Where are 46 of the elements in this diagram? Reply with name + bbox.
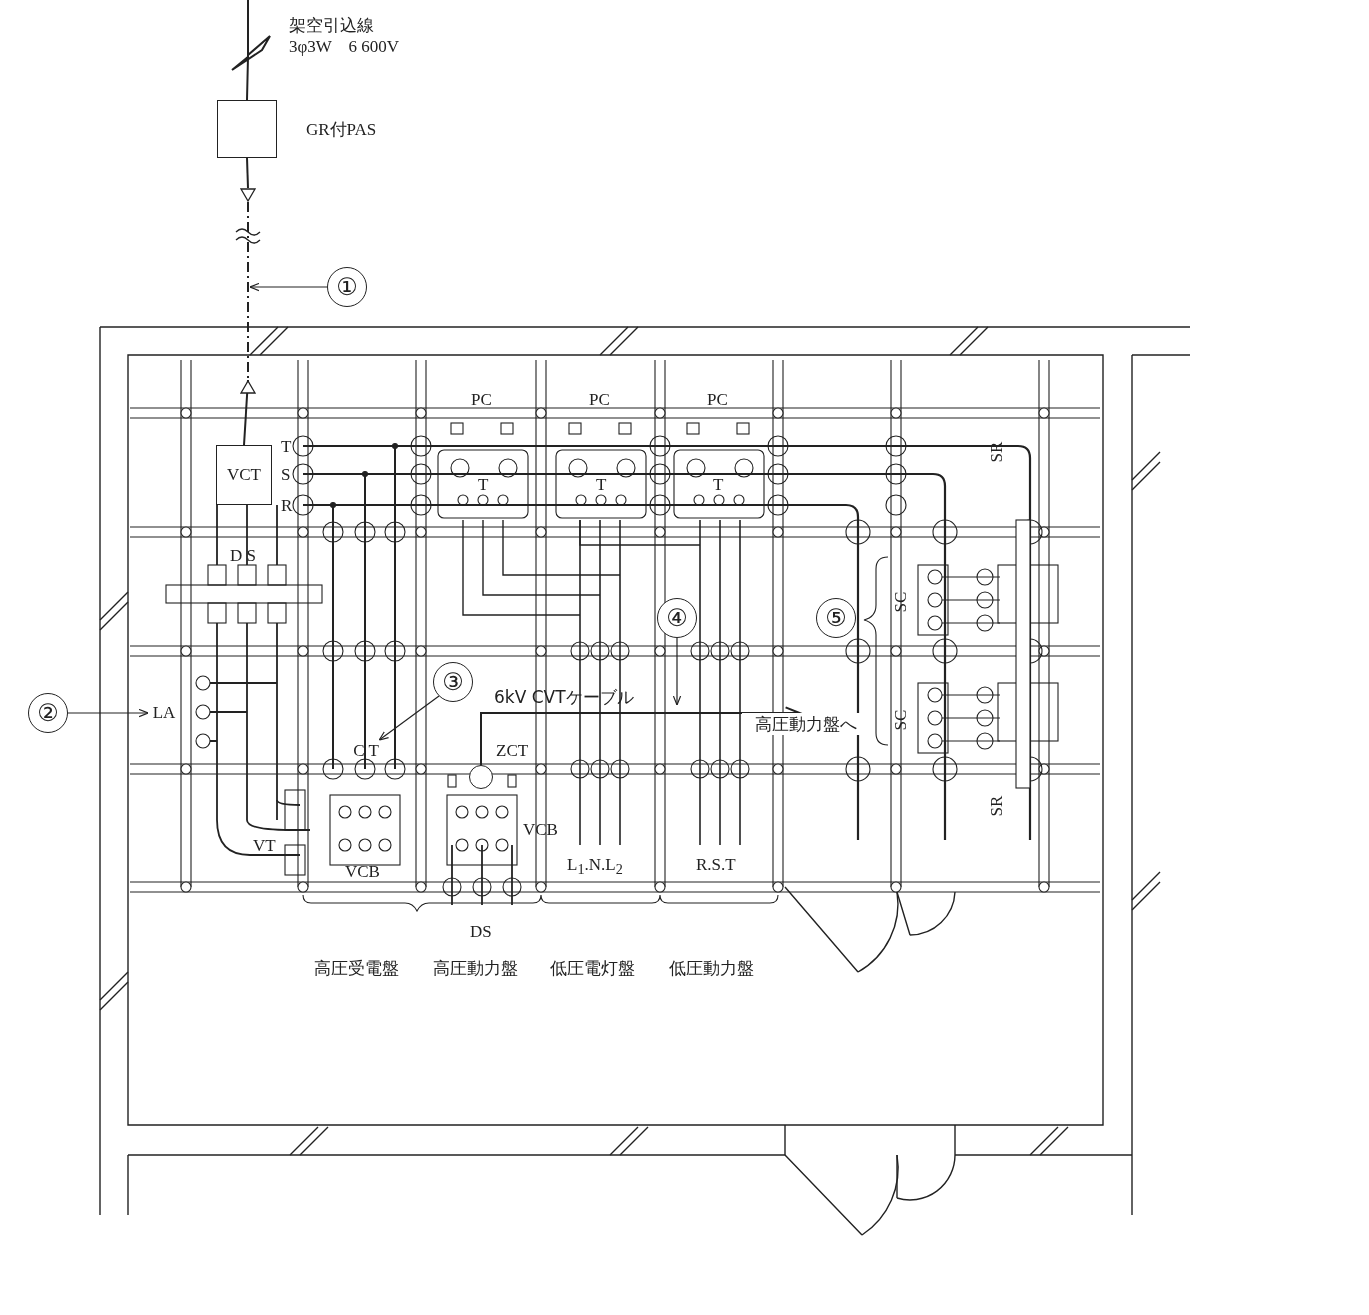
cable-line (247, 201, 249, 381)
device-label: VCB (344, 862, 381, 882)
phase-label: T (280, 437, 293, 457)
panel-name: 高圧受電盤 (313, 958, 400, 978)
line-label: 3φ3W 6 600V (288, 37, 401, 57)
cable-line (231, 0, 271, 101)
cable-line (246, 157, 249, 189)
cable-line (243, 379, 249, 446)
device-label: DS (469, 922, 493, 942)
panel-label: L$_{1}$.N.L$_{2}$ (566, 855, 624, 880)
switch-box (217, 100, 277, 158)
device-label: VT (252, 836, 277, 856)
line-label: 架空引込線 (288, 16, 375, 36)
cable-arrow (480, 706, 801, 766)
panel-label: PC (706, 390, 729, 410)
panel-name: 低圧動力盤 (668, 958, 755, 978)
callout-number: ④ (657, 598, 697, 638)
terminal-label: T (712, 475, 725, 495)
terminal-label: T (595, 475, 608, 495)
device-label: ZCT (495, 741, 530, 761)
device-label: SC (891, 708, 912, 732)
leader-line (67, 708, 149, 718)
zct-symbol (469, 765, 493, 789)
device-label: SR (987, 794, 1008, 818)
panel-label: PC (470, 390, 493, 410)
panel-name: 高圧動力盤 (432, 958, 519, 978)
device-label: GR付PAS (305, 120, 378, 140)
device-label: SC (891, 590, 912, 614)
callout-number: ① (327, 267, 367, 307)
leader-line (249, 282, 328, 292)
phase-label: R (280, 496, 294, 516)
panel-label: R.S.T (695, 855, 737, 875)
vct-box: VCT (216, 445, 272, 505)
terminal-label: T (477, 475, 490, 495)
callout-number: ② (28, 693, 68, 733)
cable-head-symbol (240, 188, 256, 202)
callout-number: ⑤ (816, 598, 856, 638)
leader-line (378, 695, 440, 741)
device-label: LA (148, 702, 180, 724)
device-label: C T (344, 740, 388, 762)
panel-name: 低圧電灯盤 (549, 958, 636, 978)
leader-line (672, 637, 682, 706)
cable-head-symbol (240, 380, 256, 394)
callout-number: ③ (433, 662, 473, 702)
panel-label: PC (588, 390, 611, 410)
phase-label: S (280, 465, 292, 485)
